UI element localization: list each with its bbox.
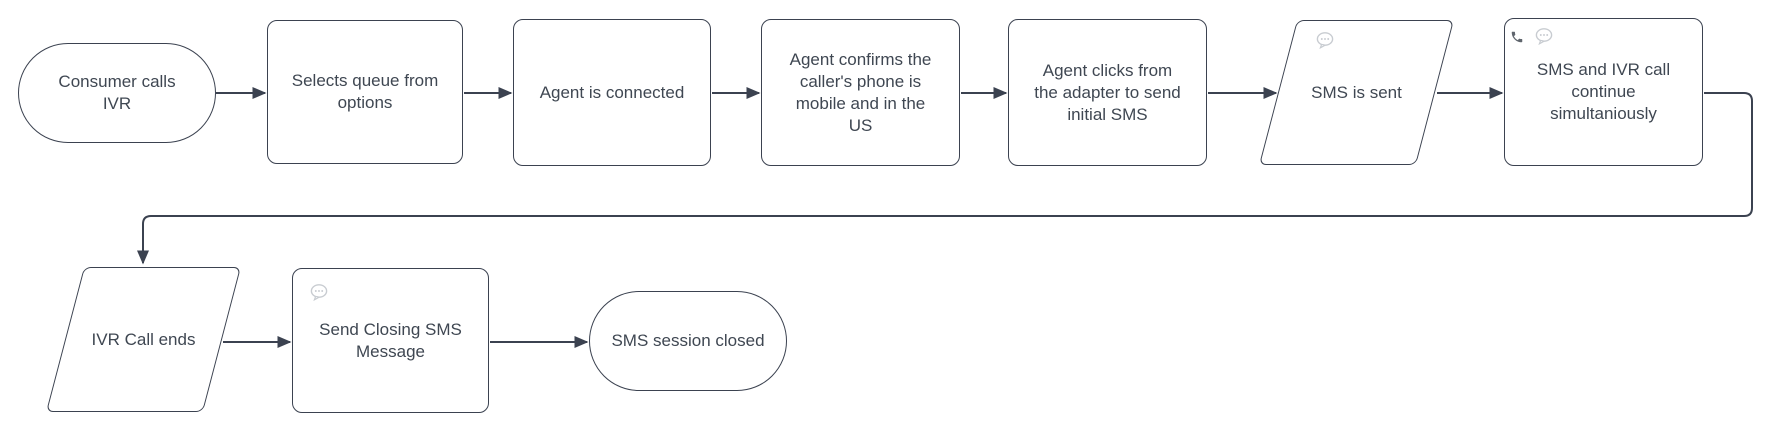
node-label: SMS is sent — [1311, 82, 1402, 102]
node-sms-ivr-continue[interactable]: SMS and IVR call continue simultaniously — [1504, 18, 1703, 166]
node-ivr-call-ends[interactable]: IVR Call ends — [45, 267, 242, 412]
node-consumer-calls-ivr[interactable]: Consumer calls IVR — [18, 43, 216, 143]
connector-continue-to-ivrends[interactable] — [137, 92, 1753, 265]
node-agent-clicks-send[interactable]: Agent clicks from the adapter to send in… — [1008, 19, 1207, 166]
node-label: IVR Call ends — [91, 329, 196, 349]
message-bubble-icon — [310, 284, 328, 302]
node-label: Agent is connected — [539, 82, 685, 102]
parallelogram-content: SMS is sent — [1279, 21, 1434, 164]
node-selects-queue[interactable]: Selects queue from options — [267, 20, 463, 164]
node-send-closing-sms[interactable]: Send Closing SMS Message — [292, 268, 489, 413]
node-label: Consumer calls IVR — [58, 72, 176, 113]
node-sms-is-sent[interactable]: SMS is sent — [1258, 20, 1455, 165]
node-label: SMS session closed — [611, 331, 765, 350]
node-label: Agent clicks from the adapter to send in… — [1034, 60, 1181, 124]
message-bubble-icon — [1535, 28, 1553, 46]
phone-icon — [1510, 30, 1524, 44]
node-sms-session-closed[interactable]: SMS session closed — [589, 291, 787, 391]
node-agent-confirms[interactable]: Agent confirms the caller's phone is mob… — [761, 19, 960, 166]
message-bubble-icon — [1316, 32, 1334, 50]
parallelogram-content: IVR Call ends — [66, 268, 221, 411]
node-agent-connected[interactable]: Agent is connected — [513, 19, 711, 166]
node-label: Selects queue from options — [291, 71, 439, 112]
node-label: Agent confirms the caller's phone is mob… — [789, 49, 932, 135]
node-label: Send Closing SMS Message — [319, 319, 462, 361]
node-label: SMS and IVR call continue simultaniously — [1536, 60, 1671, 123]
